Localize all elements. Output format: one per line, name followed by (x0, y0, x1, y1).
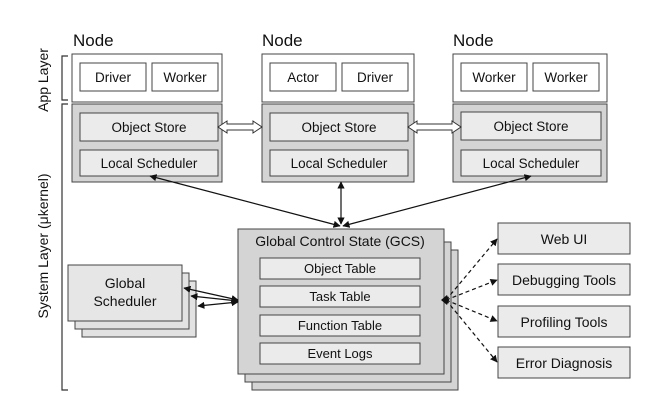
gcs-table-4 (259, 342, 421, 365)
gcs-tool-fan-origin (441, 295, 449, 305)
node-3-object-store (460, 111, 602, 141)
node-3: Node Worker Worker Object Store Local Sc… (452, 31, 608, 183)
global-scheduler: Global Scheduler (67, 264, 197, 338)
tool-debugging (497, 263, 631, 296)
tool-error-diagnosis (497, 346, 631, 379)
node-1-worker-2-label: Worker (163, 70, 207, 85)
gcs-table-1 (259, 257, 421, 280)
node-3-local-scheduler-label: Local Scheduler (483, 156, 580, 171)
tool-error-diagnosis-label: Error Diagnosis (516, 355, 612, 371)
tool-profiling-label: Profiling Tools (521, 314, 608, 330)
node-3-local-scheduler (460, 149, 602, 177)
node-3-title: Node (453, 31, 494, 50)
object-store-link-1-2 (217, 120, 263, 134)
gcs-tool-arrows (445, 238, 498, 363)
node-2-worker-1-label: Actor (287, 70, 319, 85)
global-scheduler-label-line2: Scheduler (93, 293, 156, 309)
node-1-object-store (79, 112, 219, 142)
node-3-worker-1 (460, 62, 528, 92)
arrow-node1-gcs (149, 174, 341, 228)
tools: Web UI Debugging Tools Profiling Tools E… (497, 222, 631, 379)
gcs-table-2 (259, 285, 421, 308)
node-3-worker-1-label: Worker (472, 70, 516, 85)
system-layer-bracket (61, 103, 68, 391)
system-layer-label: System Layer (μkernel) (35, 174, 51, 319)
node-3-worker-2 (532, 62, 600, 92)
node-1-worker-2 (151, 62, 219, 92)
gcs-table-3 (259, 314, 421, 337)
node-1-local-scheduler (79, 149, 219, 177)
node-2-worker-1 (269, 62, 337, 92)
app-layer-label: App Layer (35, 48, 51, 112)
arrow-node3-gcs (342, 174, 532, 228)
global-scheduler-label-line1: Global (105, 275, 145, 291)
node-2-local-scheduler-label: Local Scheduler (291, 156, 388, 171)
gcs-table-3-label: Function Table (298, 318, 382, 333)
gcs-table-4-label: Event Logs (307, 346, 373, 361)
tool-web-ui (497, 222, 631, 255)
node-3-worker-2-label: Worker (544, 70, 588, 85)
object-store-link-2-3 (407, 120, 462, 134)
app-layer-bracket (61, 55, 68, 101)
tool-web-ui-label: Web UI (541, 231, 587, 247)
tool-debugging-label: Debugging Tools (512, 272, 616, 288)
global-control-state: Global Control State (GCS) Object Table … (237, 228, 459, 391)
node-2-local-scheduler (269, 149, 409, 177)
node-1-local-scheduler-label: Local Scheduler (101, 156, 198, 171)
gcs-table-1-label: Object Table (304, 261, 376, 276)
node-2-object-store-label: Object Store (301, 120, 376, 135)
node-1-worker-1-label: Driver (95, 70, 132, 85)
node-1-object-store-label: Object Store (111, 120, 186, 135)
node-2-worker-2-label: Driver (357, 70, 394, 85)
node-1: Node Driver Worker Object Store Local Sc… (71, 31, 223, 183)
node-2-title: Node (262, 31, 303, 50)
node-3-object-store-label: Object Store (493, 119, 568, 134)
node-1-worker-1 (79, 62, 147, 92)
node-2-worker-2 (341, 62, 409, 92)
global-scheduler-gcs-arrows (183, 285, 239, 309)
scheduler-gcs-arrows (149, 174, 532, 228)
gcs-title: Global Control State (GCS) (255, 233, 425, 249)
node-2: Node Actor Driver Object Store Local Sch… (261, 31, 415, 183)
gcs-table-2-label: Task Table (309, 289, 370, 304)
node-1-title: Node (73, 31, 114, 50)
tool-profiling (497, 305, 631, 338)
